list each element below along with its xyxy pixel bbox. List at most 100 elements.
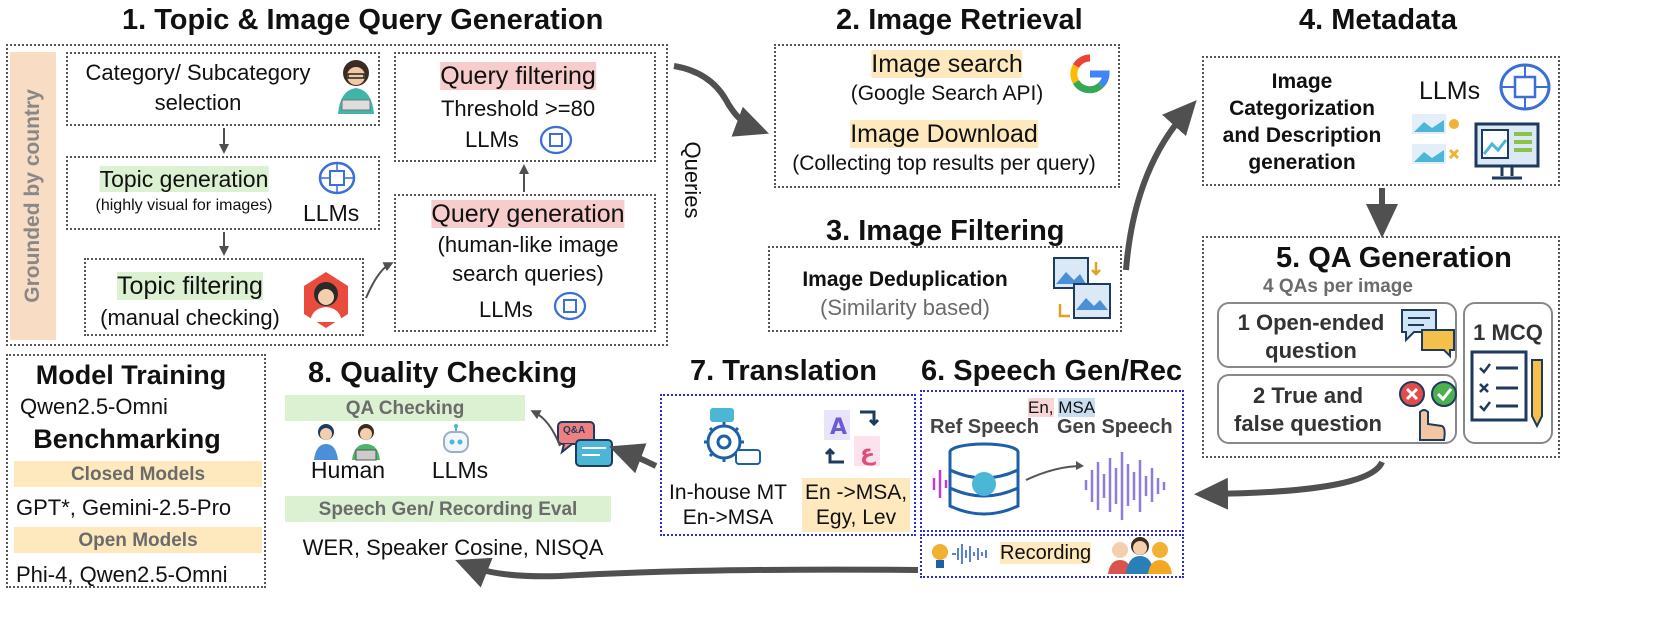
qa-checking-label: QA Checking: [345, 398, 465, 419]
image-dedup-label: Image Deduplication: [802, 268, 1008, 291]
section6-title: 6. Speech Gen/Rec: [921, 355, 1183, 387]
section2-title: 2. Image Retrieval: [836, 4, 1083, 36]
topic-generation-sub: (highly visual for images): [95, 197, 273, 214]
arrow-filtering-to-metadata: [1123, 100, 1197, 271]
section1-title: 1. Topic & Image Query Generation: [122, 4, 604, 36]
topic-generation-llms: LLMs: [303, 200, 360, 226]
category-line1: Category/ Subcategory: [85, 60, 311, 85]
query-filtering-label: Query filtering: [440, 62, 596, 90]
brain-chip-icon: [1499, 63, 1551, 111]
closed-models-list: GPT*, Gemini-2.5-Pro: [16, 495, 232, 520]
qa-per-image: 4 QAs per image: [1263, 276, 1413, 297]
monitor-chart-icon: [1474, 122, 1540, 180]
section7-box: [660, 394, 916, 536]
image-download-label: Image Download: [850, 120, 1038, 148]
section3-box: [768, 246, 1122, 332]
image-download-sub: (Collecting top results per query): [792, 152, 1096, 175]
open-models-list: Phi-4, Qwen2.5-Omni: [16, 562, 228, 587]
open-ended-box: [1217, 302, 1457, 368]
image-dedup-sub: (Similarity based): [820, 295, 990, 320]
metadata-llms: LLMs: [1419, 77, 1481, 105]
open-ended-line2: question: [1265, 338, 1357, 363]
topic-generation-box: [66, 156, 380, 230]
topic-filtering-label: Topic filtering: [117, 272, 263, 300]
section3-title: 3. Image Filtering: [826, 215, 1065, 247]
query-generation-sub1: (human-like image: [437, 232, 619, 257]
topic-generation-label: Topic generation: [99, 166, 269, 192]
svg-text:A: A: [830, 415, 847, 440]
section5-title: 5. QA Generation: [1276, 242, 1512, 274]
lang-tags: En, MSA: [1028, 398, 1096, 418]
query-generation-sub2: search queries): [452, 261, 604, 286]
person-laptop-icon: [338, 60, 374, 114]
open-models-label: Open Models: [78, 530, 198, 551]
section2-box: [774, 44, 1120, 188]
topic-filtering-sub: (manual checking): [100, 305, 280, 330]
section4-title: 4. Metadata: [1299, 4, 1457, 36]
metadata-line1: Image: [1271, 70, 1333, 93]
category-box: [66, 52, 380, 126]
true-false-line2: false question: [1234, 411, 1382, 436]
gear-translate-icon: [704, 408, 761, 465]
true-false-line1: 2 True and: [1252, 383, 1364, 408]
image-search-sub: (Google Search API): [850, 82, 1044, 105]
section8-title: 8. Quality Checking: [308, 357, 578, 389]
woman-avatar-icon: [304, 272, 348, 328]
checklist-pencil-icon: [1470, 350, 1543, 429]
metadata-line3: and Description: [1222, 124, 1382, 147]
query-generation-label: Query generation: [431, 200, 625, 228]
metrics-label: WER, Speaker Cosine, NISQA: [302, 535, 604, 560]
speech-eval-bg: [285, 496, 611, 522]
query-filtering-llms: LLMs: [465, 127, 519, 152]
arrow-translation-to-quality: [609, 443, 658, 474]
metadata-line2: Categorization: [1229, 97, 1375, 120]
arrow-filter-to-querygen: [365, 262, 394, 299]
qa-checking-bg: [285, 395, 525, 421]
mcq-label: 1 MCQ: [1473, 320, 1543, 345]
arrow-qa-to-speech: [1194, 460, 1385, 510]
human-label: Human: [310, 457, 386, 483]
section7-title: 7. Translation: [690, 355, 877, 387]
inhouse-mt-line2: En->MSA: [682, 506, 774, 529]
query-generation-box: [394, 194, 656, 332]
true-false-box: [1217, 374, 1457, 444]
inhouse-mt-line1: In-house MT: [669, 481, 787, 504]
qa-bubble-icon: [557, 421, 613, 467]
mcq-box: [1463, 302, 1553, 444]
threshold-label: Threshold >=80: [440, 96, 596, 121]
image-duplicate-icon: [1053, 257, 1111, 319]
query-filtering-box: [394, 52, 656, 162]
closed-models-label: Closed Models: [70, 464, 206, 485]
training-box: [6, 354, 266, 588]
section6-box: [920, 390, 1184, 532]
target-langs-bg: [802, 478, 910, 532]
image-search-label: Image search: [871, 50, 1023, 78]
open-models-bg: [14, 527, 262, 553]
section1-box: [6, 44, 668, 346]
microphone-icon: [932, 544, 987, 568]
svg-text:ع: ع: [860, 441, 876, 466]
database-icon: [948, 442, 1020, 516]
metadata-line4: generation: [1248, 151, 1356, 174]
speech-eval-label: Speech Gen/ Recording Eval: [318, 499, 578, 520]
people-icon: [1108, 537, 1172, 574]
section4-box: [1202, 56, 1560, 186]
google-g-icon: [1070, 54, 1110, 94]
category-line2: selection: [154, 90, 242, 115]
qa-bubble-text: Q&A: [563, 425, 586, 436]
soundwave-icon: [932, 442, 1166, 520]
arrow-qabubble-to-qacheck: [530, 410, 561, 447]
arrow-speech-to-quality: [455, 557, 919, 588]
gen-speech-label: Gen Speech: [1057, 416, 1173, 438]
target-langs-line1: En ->MSA,: [804, 481, 908, 504]
ref-speech-label: Ref Speech: [930, 416, 1039, 438]
topic-filtering-box: [84, 258, 364, 336]
image-check-icon: [1412, 114, 1460, 164]
open-ended-line1: 1 Open-ended: [1237, 310, 1385, 335]
tag-msa: MSA: [1058, 398, 1096, 417]
recording-box: [920, 534, 1184, 578]
brain-chip-icon: [553, 291, 587, 321]
query-generation-llms: LLMs: [479, 297, 533, 322]
cross-check-hand-icon: [1399, 381, 1457, 441]
